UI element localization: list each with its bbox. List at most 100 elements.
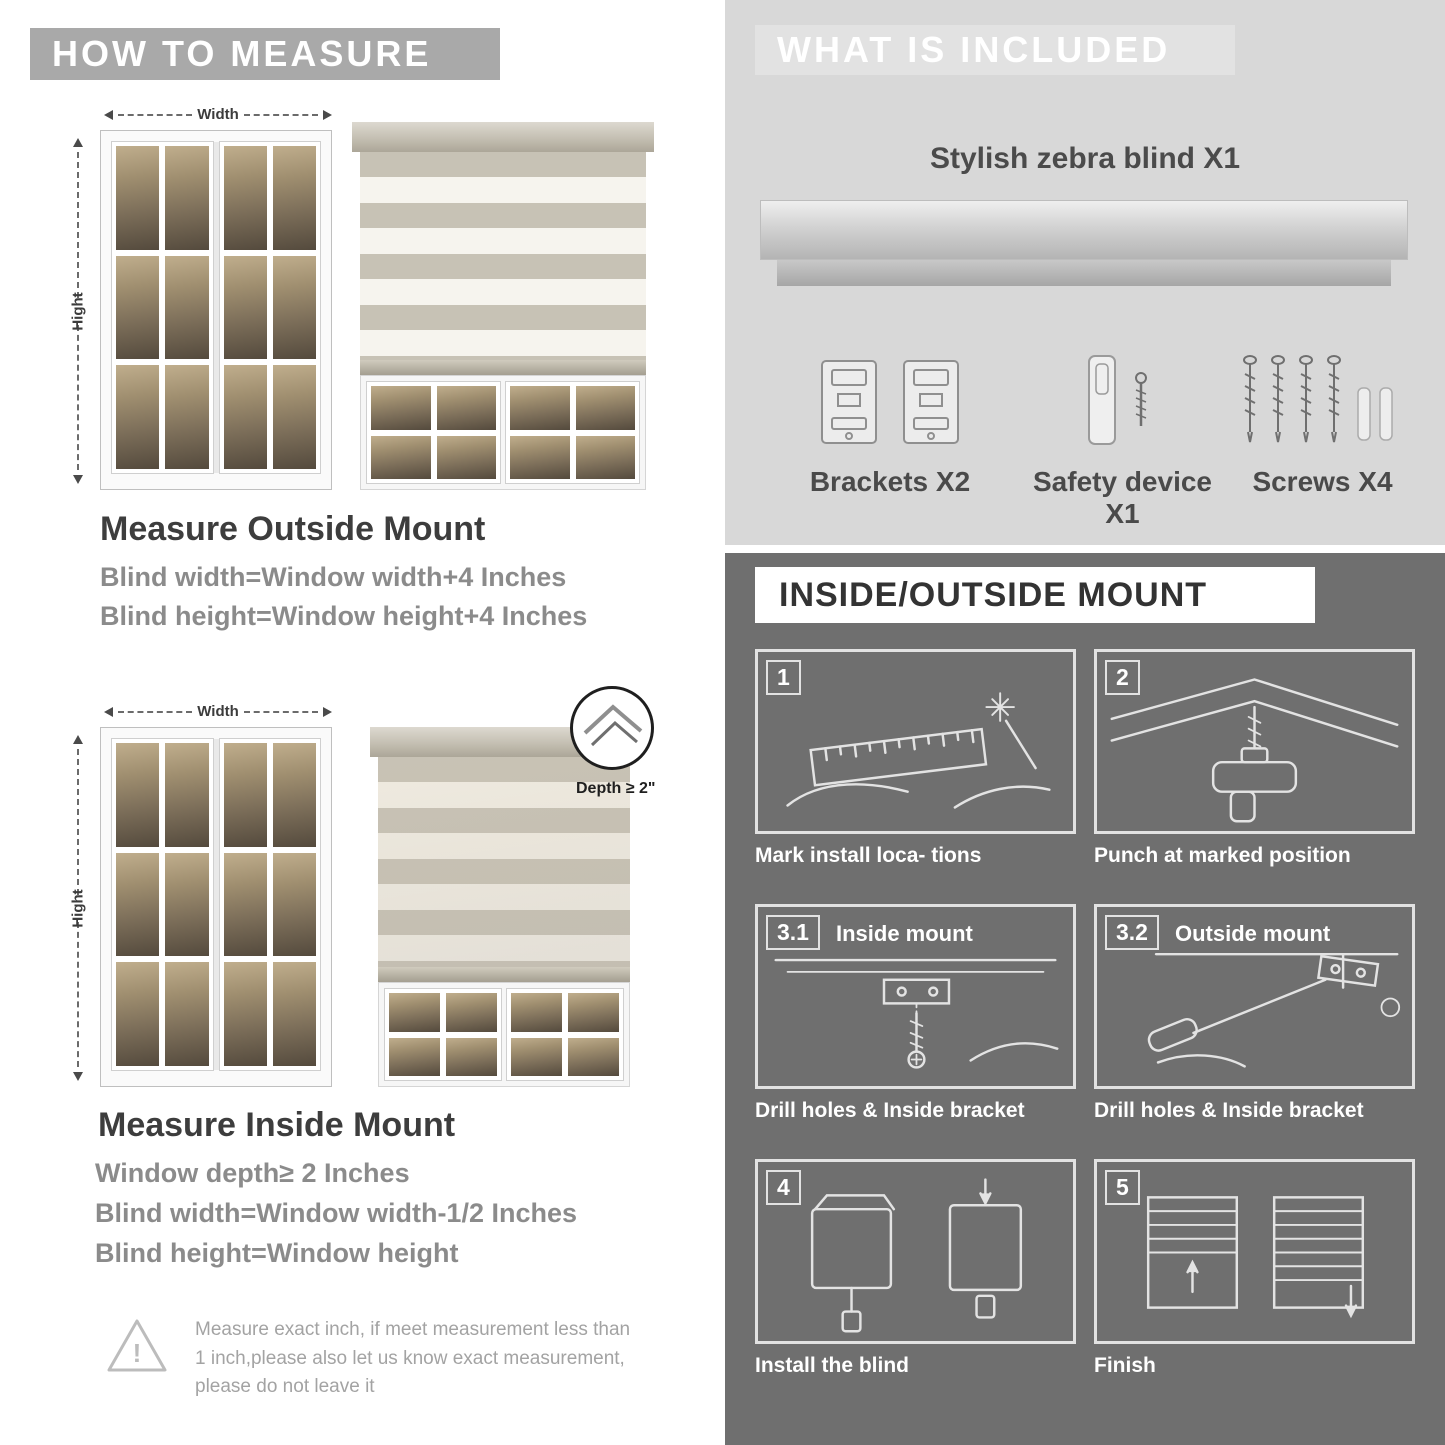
window-sash	[111, 141, 214, 474]
window-pane	[272, 743, 316, 847]
window-pane	[436, 386, 496, 430]
width-measure-annotation: Width	[104, 703, 333, 720]
mount-step: 4 Install the b	[755, 1159, 1076, 1378]
window-sash	[218, 141, 321, 474]
mount-instructions-section: INSIDE/OUTSIDE MOUNT 1	[725, 553, 1445, 1445]
window-pane	[223, 852, 267, 957]
mark-location-illustration	[786, 692, 1051, 809]
width-measure-annotation: Width	[104, 106, 333, 123]
window-pane	[165, 365, 209, 469]
install-blind-illustration	[810, 1178, 1023, 1333]
mount-step: 3.1 Inside mount	[755, 904, 1076, 1123]
window-pane	[389, 993, 440, 1032]
outside-mount-heading: Measure Outside Mount	[100, 510, 486, 548]
mount-step: 2 Punch at marked position	[1094, 649, 1415, 868]
zebra-blind-illustration-outside	[352, 122, 654, 490]
inside-depth-rule: Window depth≥ 2 Inches	[95, 1158, 410, 1188]
depth-label: Depth ≥ 2"	[576, 780, 656, 797]
window-pane	[165, 146, 209, 250]
window-sash	[384, 988, 502, 1081]
window-pane	[165, 255, 209, 360]
inside-width-formula: Blind width=Window width-1/2 Inches	[95, 1198, 578, 1228]
arrow-down-icon	[73, 475, 83, 484]
mount-step: 3.2 Outside mount	[1094, 904, 1415, 1123]
blind-stripes	[378, 757, 630, 967]
window-pane	[223, 743, 267, 847]
mount-step: 1 Mark inst	[755, 649, 1076, 868]
depth-callout-circle	[570, 686, 654, 770]
part-safety-device: Safety device X1	[1020, 330, 1225, 530]
window-pane	[116, 852, 160, 957]
step-number-badge: 5	[1105, 1170, 1140, 1205]
what-is-included-section: WHAT IS INCLUDED Stylish zebra blind X1	[725, 0, 1445, 545]
step-panel: 3.2 Outside mount	[1094, 904, 1415, 1089]
step-caption: Mark install loca- tions	[755, 844, 982, 867]
window-pane	[223, 255, 267, 360]
window-pane	[446, 1037, 497, 1076]
zebra-blind-illustration-inside	[370, 727, 638, 1087]
window-pane	[116, 743, 160, 847]
width-label: Width	[197, 703, 239, 720]
step-number-badge: 3.2	[1105, 915, 1159, 950]
step-caption: Drill holes & Inside bracket	[755, 1099, 1025, 1122]
step-caption: Install the blind	[755, 1354, 910, 1377]
window-pane	[511, 1037, 562, 1076]
arrow-left-icon	[104, 706, 113, 717]
finish-illustration	[1146, 1196, 1365, 1319]
warning-triangle-icon: !	[107, 1319, 167, 1372]
window-pane	[371, 386, 431, 430]
arrow-up-icon	[73, 138, 83, 147]
outside-bracket-illustration	[1147, 952, 1401, 1068]
product-title: Stylish zebra blind X1	[929, 142, 1241, 175]
step-panel: 3.1 Inside mount	[755, 904, 1076, 1089]
how-to-measure-section: HOW TO MEASURE Width Hight	[0, 0, 722, 1445]
window-pane	[116, 365, 160, 469]
height-label: Hight	[69, 888, 87, 928]
svg-text:!: !	[133, 1338, 142, 1368]
height-measure-annotation: Hight	[69, 735, 87, 1081]
drill-illustration	[1110, 678, 1399, 823]
window-pane	[272, 365, 316, 469]
how-to-measure-banner: HOW TO MEASURE	[30, 28, 500, 80]
step-panel: 5	[1094, 1159, 1415, 1344]
step-number-badge: 3.1	[766, 915, 820, 950]
step-panel: 1	[755, 649, 1076, 834]
warning-text: Measure exact inch, if meet measurement …	[195, 1319, 631, 1397]
window-pane	[272, 146, 316, 250]
what-is-included-banner: WHAT IS INCLUDED	[755, 25, 1235, 75]
window-pane	[272, 852, 316, 957]
window-pane	[116, 255, 160, 360]
blind-bottom-bar	[360, 360, 646, 375]
step-panel: 4	[755, 1159, 1076, 1344]
window-illustration-inside	[100, 727, 332, 1087]
blind-headrail-under	[777, 260, 1391, 286]
step-number-badge: 4	[766, 1170, 801, 1205]
window-pane	[568, 993, 619, 1032]
window-pane	[116, 146, 160, 250]
window-sash	[505, 381, 640, 484]
inside-mount-heading: Measure Inside Mount	[98, 1106, 456, 1144]
part-brackets: Brackets X2	[770, 330, 1010, 498]
depth-detail-icon	[583, 704, 643, 747]
screws-icon	[1242, 355, 1393, 443]
brackets-label: Brackets X2	[809, 466, 971, 497]
window-pane	[511, 993, 562, 1032]
blind-bottom-bar	[378, 967, 630, 982]
window-pane	[510, 386, 570, 430]
outside-height-formula: Blind height=Window height+4 Inches	[100, 601, 588, 631]
screws-label: Screws X4	[1252, 466, 1393, 497]
part-screws: Screws X4	[1215, 330, 1430, 498]
safety-device-label: Safety device X1	[1033, 466, 1212, 529]
window-pane	[223, 962, 267, 1066]
arrow-up-icon	[73, 735, 83, 744]
window-behind-blind	[378, 982, 630, 1087]
mount-steps-grid: 1 Mark inst	[755, 649, 1415, 1378]
step-number-badge: 2	[1105, 660, 1140, 695]
window-pane	[568, 1037, 619, 1076]
mount-banner: INSIDE/OUTSIDE MOUNT	[755, 567, 1315, 623]
step-inner-label: Inside mount	[836, 921, 973, 946]
step-caption: Punch at marked position	[1094, 844, 1351, 867]
width-label: Width	[197, 106, 239, 123]
window-sash	[506, 988, 624, 1081]
